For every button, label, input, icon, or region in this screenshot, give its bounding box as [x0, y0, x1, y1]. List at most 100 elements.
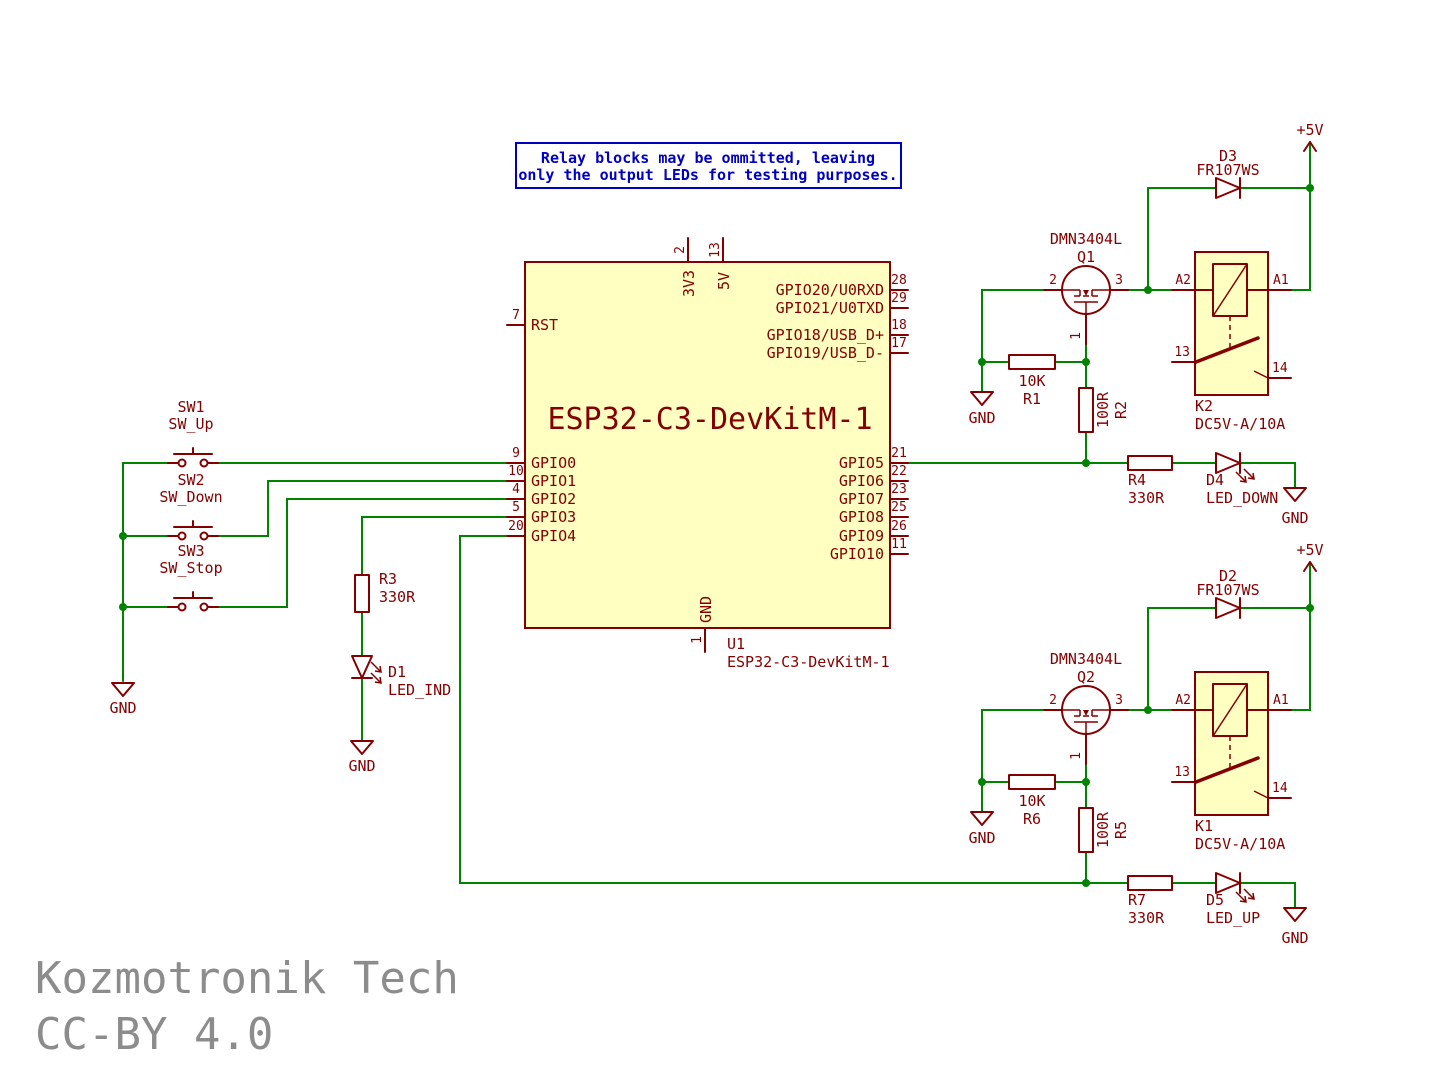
footer: Kozmotronik Tech CC-BY 4.0 [35, 953, 459, 1060]
diode-symbol [1215, 597, 1241, 619]
resistor-body [1127, 455, 1173, 471]
ic-pin-name: 3V3 [680, 270, 698, 297]
relay-pin-label: 13 [1174, 765, 1190, 780]
ic-pin-name: GPIO2 [531, 490, 576, 508]
wire-q2-gate-node [1054, 763, 1087, 884]
ic-pin-number: 29 [891, 291, 907, 306]
switch-sw2: SW2 SW_Down [159, 471, 223, 541]
mosfet-pin-number: 1 [1069, 332, 1084, 340]
relay-body [1194, 671, 1269, 816]
led-value: LED_IND [388, 681, 451, 699]
relay-reference: K2 [1195, 397, 1213, 415]
gnd-label: GND [1281, 509, 1308, 527]
ic-reference: U1 [727, 635, 745, 653]
wire-q1-drain-relay [1127, 187, 1173, 291]
note-line1: Relay blocks may be ommitted, leaving [541, 149, 875, 167]
junction-dot [1306, 184, 1314, 192]
relay-value: DC5V-A/10A [1195, 415, 1285, 433]
resistor-r1: 10K R1 [1008, 354, 1056, 408]
diode-d2: D2 FR107WS [1196, 567, 1260, 619]
ic-pin-number: 10 [508, 464, 524, 479]
relay-value: DC5V-A/10A [1195, 835, 1285, 853]
ic-pin-name: GND [697, 596, 715, 623]
ic-pin-stubs-left [506, 324, 526, 537]
wire-q1-gate-node [1054, 343, 1087, 464]
resistor-r6: 10K R6 [1008, 774, 1056, 828]
resistor-body [354, 574, 370, 613]
relay-k2: A2 A1 13 14 K2 DC5V-A/10A [1171, 251, 1292, 433]
mosfet-pin-number: 2 [1049, 693, 1057, 708]
ic-pin-number: 11 [891, 537, 907, 552]
ic-pin-number: 23 [891, 482, 907, 497]
gnd-icon [970, 391, 994, 406]
junction-dot [1082, 459, 1090, 467]
resistor-r4: R4 330R [1127, 455, 1173, 507]
led-emission-arrows [1235, 888, 1255, 903]
ic-pin-stubs-top [687, 237, 724, 263]
junction-dot [1144, 286, 1152, 294]
power-arrow-icon [1303, 141, 1317, 152]
switch-contact [177, 458, 187, 468]
switch-symbol [167, 520, 219, 537]
switch-value: SW_Stop [159, 559, 222, 577]
esp32-ic: ESP32-C3-DevKitM-1 U1 ESP32-C3-DevKitM-1… [506, 237, 909, 671]
ic-pin-number: 4 [512, 482, 520, 497]
resistor-reference: R2 [1112, 401, 1130, 419]
diode-value: FR107WS [1196, 581, 1259, 599]
junction-dot [1082, 358, 1090, 366]
resistor-r7: R7 330R [1127, 875, 1173, 927]
resistor-value: 330R [1128, 909, 1165, 927]
switch-reference: SW1 [177, 398, 204, 416]
switch-contact [199, 531, 209, 541]
diode-d3: D3 FR107WS [1196, 147, 1260, 199]
resistor-reference: R5 [1112, 821, 1130, 839]
resistor-reference: R6 [1023, 810, 1041, 828]
switch-contact [177, 602, 187, 612]
mosfet-pin-stubs [1043, 289, 1129, 345]
gnd-icon [1283, 907, 1307, 922]
mosfet-reference: Q2 [1077, 668, 1095, 686]
relay-pin-stubs [1171, 289, 1292, 379]
ic-pin-number: 9 [512, 446, 520, 461]
mosfet-reference: Q1 [1077, 248, 1095, 266]
resistor-body [1127, 875, 1173, 891]
ic-pin-name: GPIO1 [531, 472, 576, 490]
resistor-reference: R4 [1128, 471, 1146, 489]
switch-value: SW_Down [159, 488, 222, 506]
led-reference: D5 [1206, 891, 1224, 909]
resistor-body [1008, 354, 1056, 370]
ic-pin-number: 26 [891, 519, 907, 534]
ic-pin-name: GPIO5 [839, 454, 884, 472]
relay-coil-diagonal [1212, 263, 1248, 317]
wire-5v-rail-bottom [1290, 561, 1311, 711]
wires [122, 141, 1311, 909]
power-label: +5V [1296, 121, 1323, 139]
ic-pin-number: 7 [512, 308, 520, 323]
resistor-reference: R1 [1023, 390, 1041, 408]
ic-pin-name: GPIO6 [839, 472, 884, 490]
ic-pin-number: 22 [891, 464, 907, 479]
footer-author: Kozmotronik Tech [35, 953, 459, 1004]
ic-pin-name: GPIO4 [531, 527, 576, 545]
relay-reference: K1 [1195, 817, 1213, 835]
ic-pin-number: 17 [891, 336, 907, 351]
wire-sw3-gpio2 [217, 498, 508, 608]
led-value: LED_UP [1206, 909, 1260, 927]
power-5v-top: +5V [1296, 121, 1324, 152]
switch-value: SW_Up [168, 415, 213, 433]
junction-dot [1082, 879, 1090, 887]
gnd-label: GND [968, 409, 995, 427]
junction-dot [1082, 778, 1090, 786]
resistor-body [1078, 807, 1094, 853]
wire-gpio4-channel-up [459, 535, 1296, 909]
mosfet-arrow [1083, 710, 1089, 716]
resistor-value: 100R [1094, 811, 1112, 848]
wire-q2-drain-relay [1127, 607, 1173, 711]
ic-value: ESP32-C3-DevKitM-1 [727, 653, 890, 671]
wire-gpio5-channel-down [907, 462, 1296, 489]
resistor-reference: R7 [1128, 891, 1146, 909]
ic-pin-name: 5V [715, 272, 733, 290]
led-reference: D4 [1206, 471, 1224, 489]
mosfet-q1: DMN3404L Q1 2 3 1 [1043, 230, 1129, 345]
